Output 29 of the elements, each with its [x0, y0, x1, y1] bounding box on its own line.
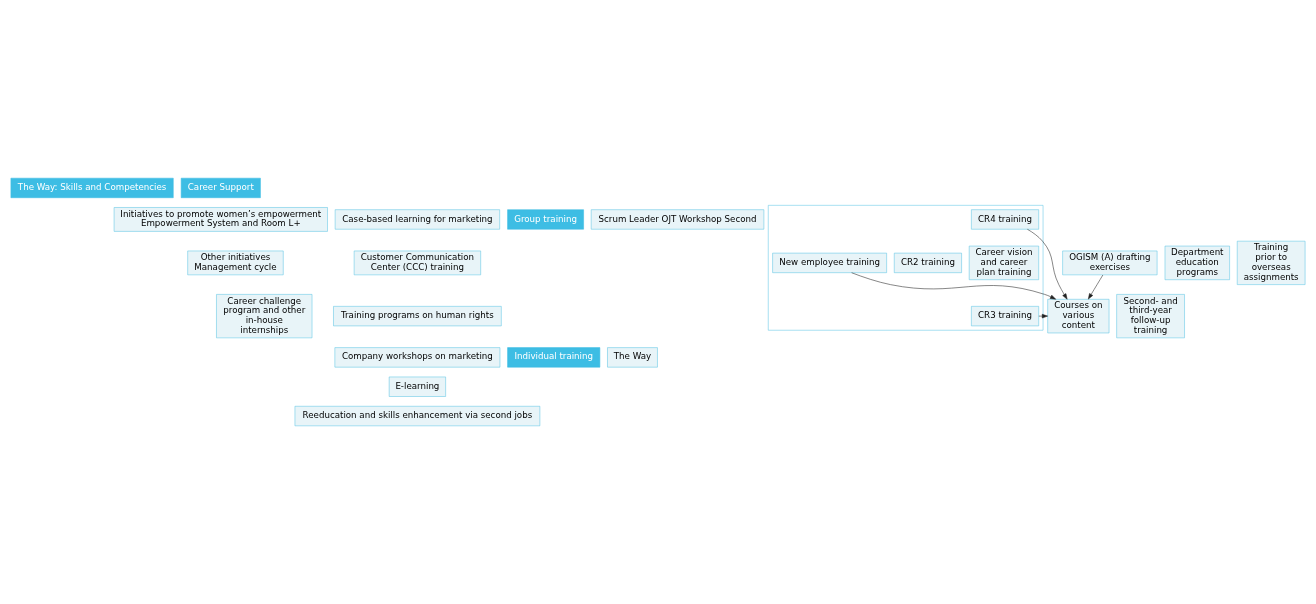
node-box: Career challenge program and other in-house internships	[216, 294, 313, 339]
node-box: Second- and third-year follow-up training	[1116, 294, 1185, 339]
node-box: Customer Communication Center (CCC) training	[353, 250, 481, 276]
node-box: Group training	[507, 209, 584, 230]
arrow	[1027, 229, 1068, 300]
node-box: Department education programs	[1164, 245, 1230, 280]
node-box: Reeducation and skills enhancement via second jobs	[294, 406, 541, 427]
node-box: Individual training	[507, 347, 601, 368]
node-box: New employee training	[772, 252, 887, 273]
node-box: Other initiatives Management cycle	[187, 250, 284, 276]
node-box: Career Support	[180, 177, 261, 198]
arrow	[1038, 313, 1048, 319]
node-box: The Way: Skills and Competencies	[10, 177, 174, 198]
arrow	[1088, 274, 1104, 300]
node-box: Scrum Leader OJT Workshop Second	[590, 209, 765, 230]
node-box: Training programs on human rights	[333, 306, 502, 327]
node-box: CR2 training	[894, 252, 962, 273]
node-box: CR4 training	[971, 209, 1039, 230]
node-box: Courses on various content	[1047, 299, 1110, 334]
node-box: CR3 training	[971, 306, 1039, 327]
arrow	[851, 272, 1056, 300]
node-box: Training prior to overseas assignments	[1236, 240, 1306, 285]
node-box: OGISM (A) drafting exercises	[1062, 250, 1158, 276]
node-box: Case-based learning for marketing	[334, 209, 500, 230]
node-box: Initiatives to promote women’s empowerment Empowerment System and Room L+	[113, 207, 328, 232]
node-box: Company workshops on marketing	[334, 347, 501, 368]
node-box: Career vision and career plan training	[968, 245, 1039, 280]
node-box: The Way	[607, 347, 658, 368]
node-box: E-learning	[388, 376, 446, 397]
